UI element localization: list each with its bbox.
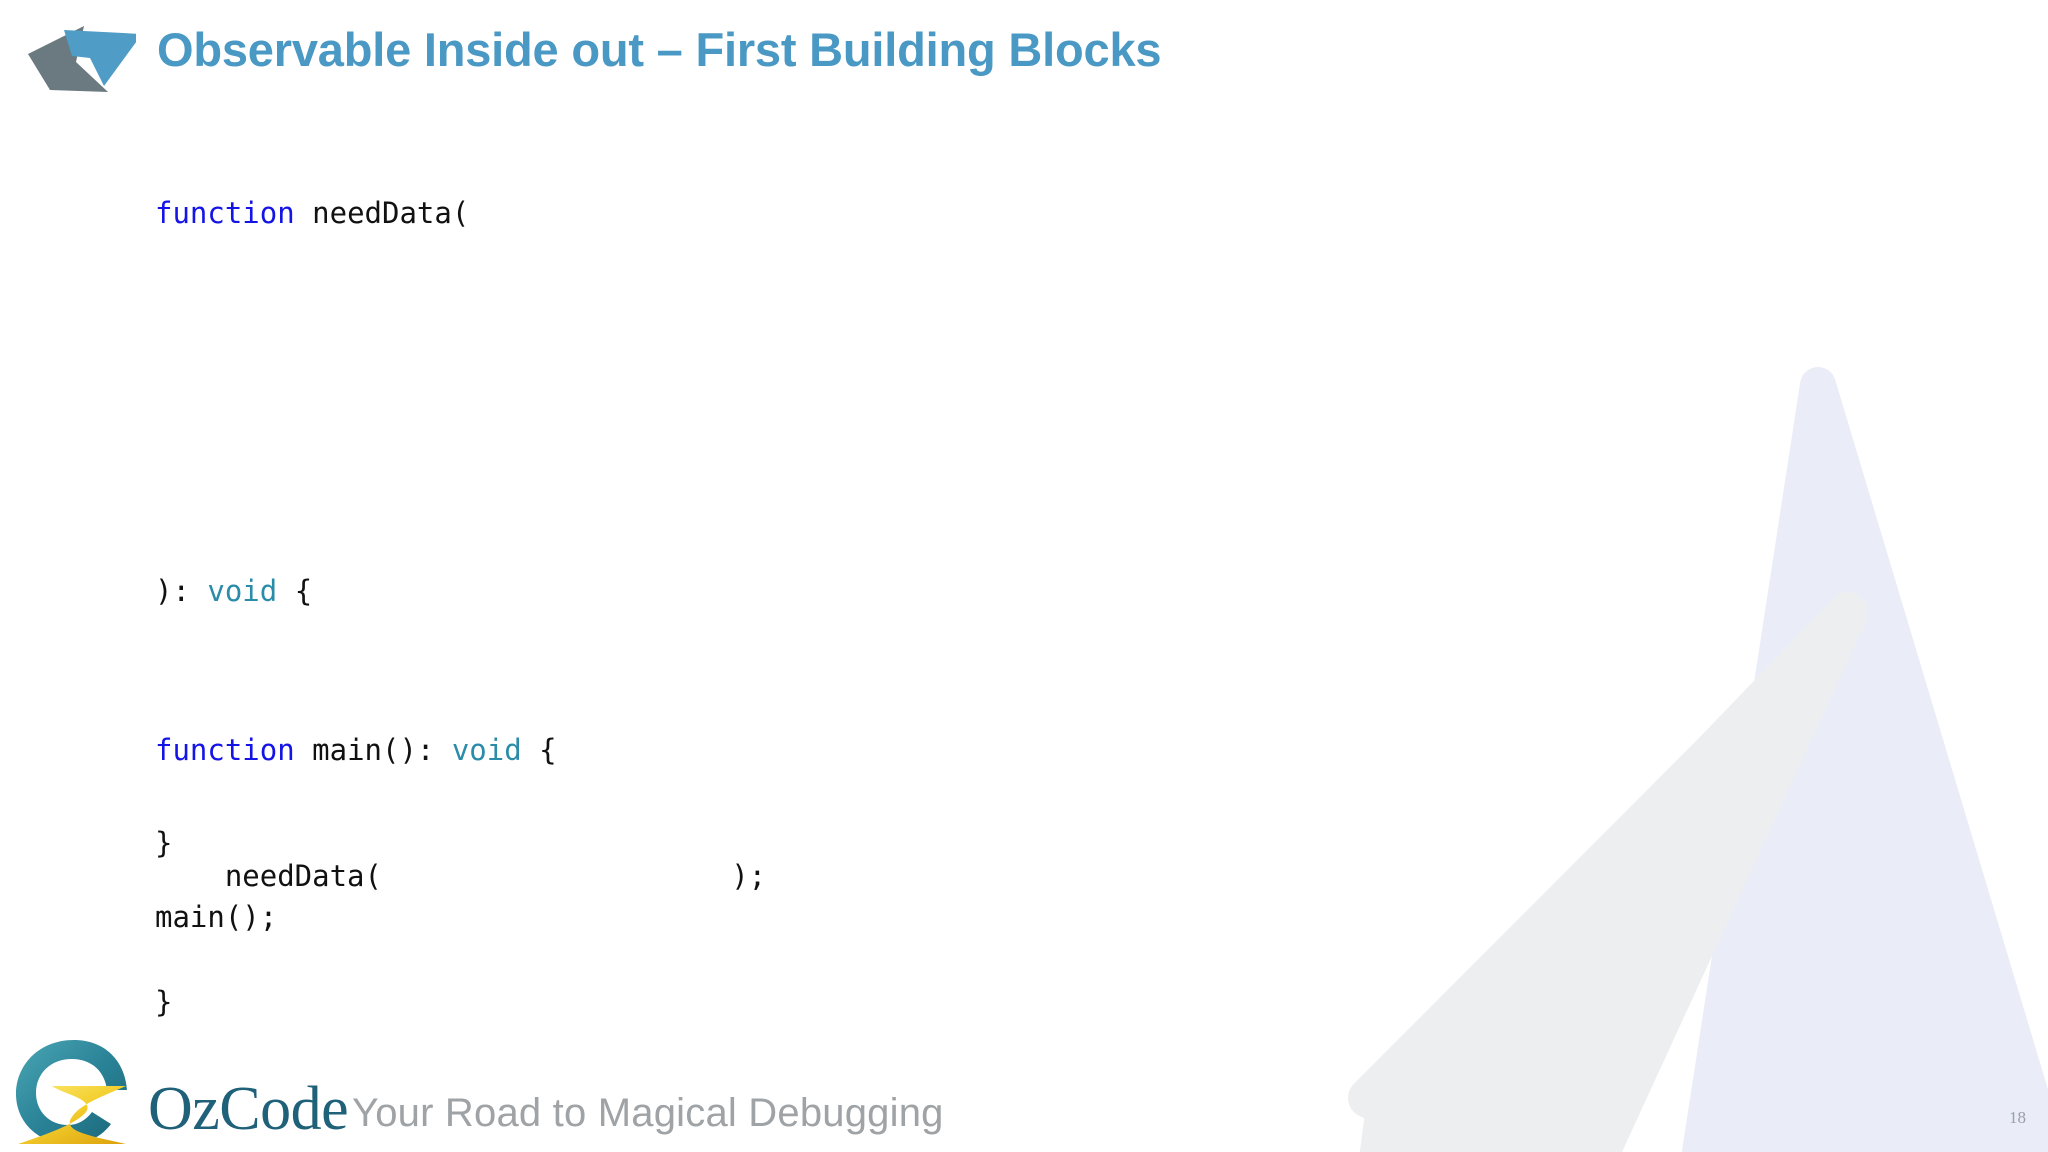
code-token-plain: } [155, 985, 173, 1019]
page-number: 18 [2009, 1108, 2026, 1127]
code-token-argument-gap [382, 859, 731, 893]
code-token-keyword: function [155, 733, 295, 767]
ozcode-road-logo-icon [8, 1032, 198, 1150]
code-token-plain: needData( [155, 859, 382, 893]
page-title: Observable Inside out – First Building B… [157, 23, 1162, 76]
code-line: function needData( [155, 192, 469, 234]
code-line: } [155, 822, 469, 864]
code-line: needData( ); [155, 855, 766, 897]
code-token-type: void [451, 733, 522, 767]
code-line: ): void { [155, 570, 469, 612]
slide-header: Observable Inside out – First Building B… [0, 0, 2048, 120]
code-block-need-data: function needData( ): void { } [155, 108, 469, 948]
code-token-keyword: function [155, 196, 295, 230]
code-line: main(); [155, 896, 277, 938]
code-token-plain: { [521, 733, 557, 767]
code-line: } [155, 981, 766, 1023]
code-token-plain: ); [731, 859, 767, 893]
code-token-plain: main(): [294, 733, 452, 767]
slide-footer: OzCode Your Road to Magical Debugging [0, 1032, 2048, 1152]
code-line-blank [155, 318, 469, 360]
code-token-plain: needData( [294, 196, 470, 230]
code-line: function main(): void { [155, 729, 766, 771]
code-block-main-call: main(); [155, 812, 277, 1022]
code-line-blank [155, 444, 469, 486]
code-token-plain: ): [155, 574, 208, 608]
code-token-plain: } [155, 826, 173, 860]
code-token-plain: { [277, 574, 313, 608]
dual-arrow-logo-icon [12, 8, 142, 104]
code-block-main: function main(): void { needData( ); } [155, 645, 766, 1107]
code-token-type: void [207, 574, 278, 608]
brand-wordmark: OzCode [148, 1075, 349, 1143]
code-token-plain: main(); [155, 900, 278, 934]
brand-tagline: Your Road to Magical Debugging [352, 1091, 944, 1135]
